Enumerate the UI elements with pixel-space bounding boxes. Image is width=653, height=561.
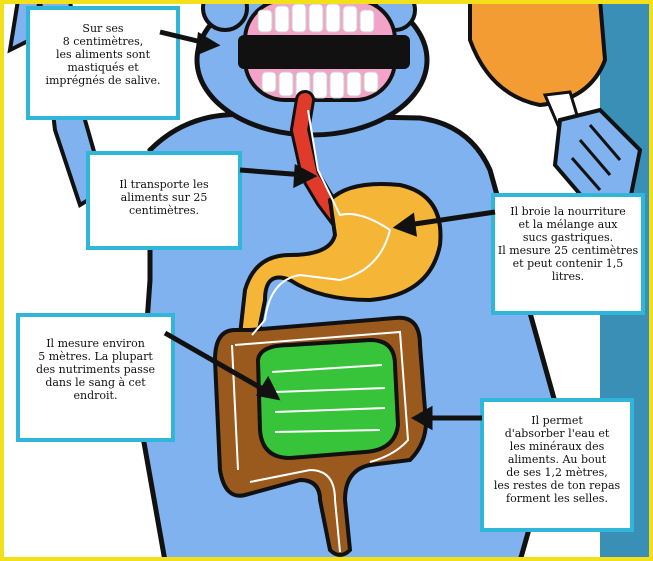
callout-large-intestine-text: Il permet d'absorber l'eau et les minéra… xyxy=(486,414,628,505)
callout-stomach-text: Il broie la nourriture et la mélange aux… xyxy=(497,205,639,283)
callout-esophagus-text: Il transporte les aliments sur 25 centim… xyxy=(92,178,236,217)
callout-mouth-text: Sur ses 8 centimètres, les aliments sont… xyxy=(32,22,174,87)
head-knob-left xyxy=(203,0,247,30)
callout-small-intestine-text: Il mesure environ 5 mètres. La plupart d… xyxy=(22,337,169,402)
mouth-opening xyxy=(238,35,410,69)
